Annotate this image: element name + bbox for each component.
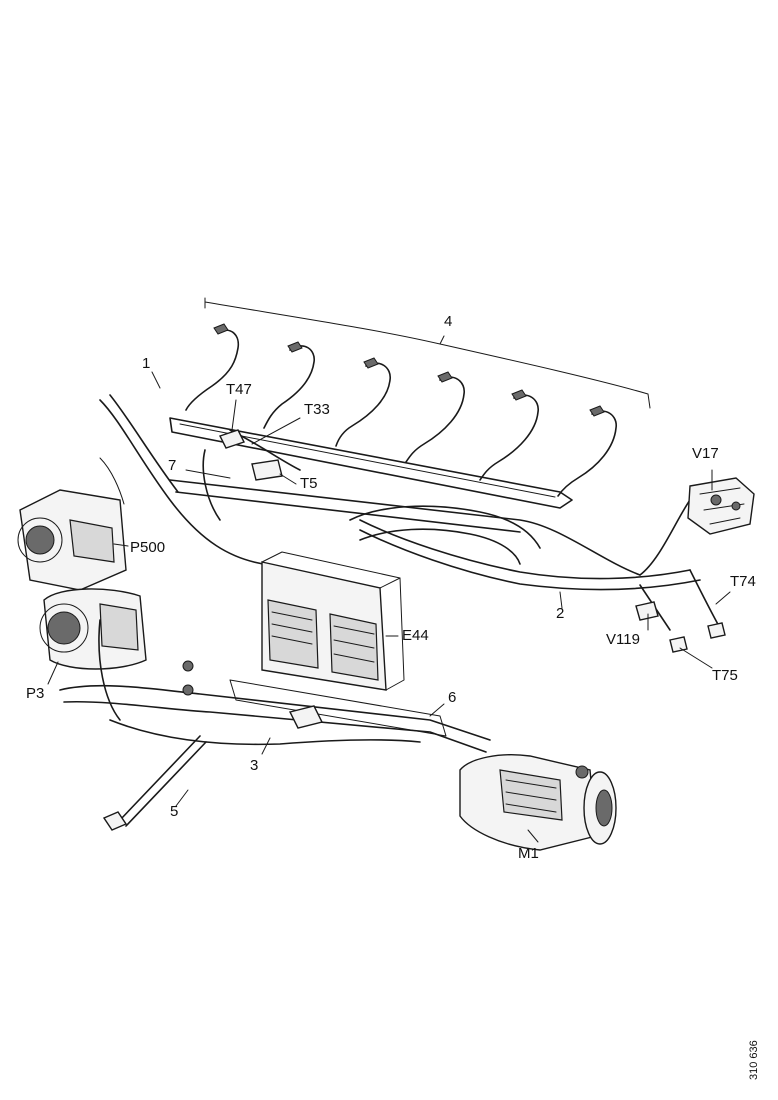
figure-reference-code: 310 636 — [748, 1040, 760, 1080]
label-T5: T5 — [300, 475, 318, 492]
label-6: 6 — [448, 689, 457, 706]
label-2: 2 — [556, 605, 565, 622]
sensor-T74 — [707, 622, 726, 639]
label-E44: E44 — [402, 627, 429, 644]
label-4: 4 — [444, 313, 453, 330]
ground-cable-5 — [119, 735, 207, 827]
label-5: 5 — [170, 803, 179, 820]
ecu-E44 — [261, 551, 405, 691]
label-M1: M1 — [518, 845, 539, 862]
intake-pipe — [349, 505, 541, 549]
label-3: 3 — [250, 757, 259, 774]
alternator-P3 — [39, 588, 147, 670]
injector-group-bracket — [204, 297, 651, 409]
sensor-V119 — [635, 601, 659, 621]
label-1: 1 — [142, 355, 151, 372]
starter-motor-M1 — [459, 754, 617, 851]
sensor-T5 — [251, 459, 283, 481]
label-P3: P3 — [26, 685, 45, 702]
label-T47: T47 — [226, 381, 252, 398]
pump-P500 — [17, 457, 127, 591]
valve-V17 — [687, 477, 755, 535]
sensor-T75 — [669, 636, 688, 653]
main-harness — [99, 394, 721, 631]
label-V119: V119 — [606, 631, 640, 648]
lower-harness — [59, 619, 491, 753]
label-P500: P500 — [130, 539, 166, 556]
leader-lines — [47, 371, 731, 843]
label-T74: T74 — [730, 573, 756, 590]
sensor-T47 — [219, 429, 245, 449]
injector-rail — [169, 417, 573, 509]
label-T33: T33 — [304, 401, 330, 418]
label-V17: V17 — [692, 445, 719, 462]
label-T75: T75 — [712, 667, 738, 684]
label-7: 7 — [168, 457, 177, 474]
injector-pigtails — [185, 323, 617, 497]
